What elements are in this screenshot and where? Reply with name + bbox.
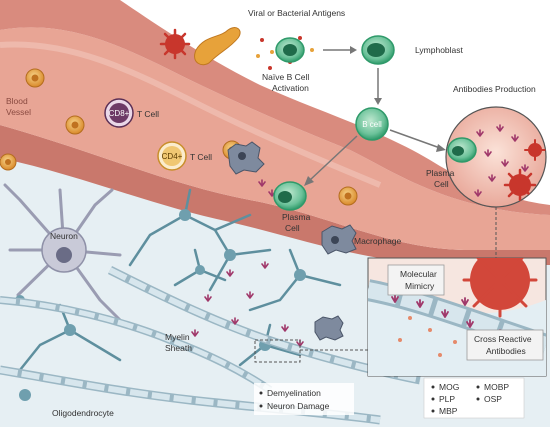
cross-reactive-box — [466, 329, 544, 361]
bullet-icon — [476, 385, 480, 389]
myelinated-axon-3 — [0, 296, 273, 394]
virus-icon — [159, 28, 191, 60]
cross-reactive-label-2: Antibodies — [486, 346, 526, 356]
blood-vessel-label-1: Blood — [6, 96, 28, 106]
bacteria-icon — [194, 27, 241, 66]
lymphoblast-cell — [361, 35, 395, 65]
arrow-to-lymphoblast — [323, 46, 357, 54]
macrophage-shape-3 — [314, 315, 344, 341]
antibodies-production-circle — [445, 106, 547, 208]
b-cell-label: B cell — [362, 120, 382, 129]
damage-item-1: Neuron Damage — [267, 401, 330, 411]
damage-list-box — [254, 383, 354, 415]
bullet-icon — [431, 397, 435, 401]
lymphoblast-label: Lymphoblast — [415, 45, 464, 55]
bullet-icon — [259, 391, 263, 395]
arrow-to-plasma-center — [304, 135, 358, 186]
bullet-icon — [476, 397, 480, 401]
myelin-label-1: Myelin — [165, 332, 190, 342]
arrow-to-b-cell — [374, 68, 382, 105]
blood-vessel-label-2: Vessel — [6, 107, 31, 117]
bullet-icon — [431, 409, 435, 413]
cd8-badge: CD8+ — [109, 109, 130, 118]
cd4-badge: CD4+ — [162, 152, 183, 161]
protein-2: PLP — [439, 394, 455, 404]
protein-1: MOBP — [484, 382, 509, 392]
antigens-title: Viral or Bacterial Antigens — [248, 8, 345, 18]
cd4-t-cell: CD4+ — [157, 141, 187, 171]
cd8-label: T Cell — [137, 109, 159, 119]
cd4-label: T Cell — [190, 152, 212, 162]
naive-b-cell — [275, 37, 305, 63]
macrophage-shape-2 — [321, 224, 357, 255]
axon-highlight-box — [254, 339, 301, 363]
plasma-cell-center-label-2: Cell — [285, 223, 300, 233]
zoom-inset — [367, 257, 547, 377]
arrow-to-plasma-right — [389, 129, 446, 152]
vessel-wall-upper — [0, 0, 550, 215]
plasma-cell-right-label-1: Plasma — [426, 168, 455, 178]
antigen-fragments — [256, 36, 314, 70]
damage-item-0: Demyelination — [267, 388, 321, 398]
molecular-mimicry-box — [387, 264, 445, 296]
molecular-mimicry-label-2: Mimicry — [405, 281, 435, 291]
vessel-wall-lower — [0, 125, 550, 266]
macrophage-shape-1 — [227, 141, 265, 175]
plasma-cell-right-label-2: Cell — [434, 179, 449, 189]
plasma-cell-center-label-1: Plasma — [282, 212, 311, 222]
protein-4: MBP — [439, 406, 458, 416]
macrophage-label: Macrophage — [354, 236, 402, 246]
protein-0: MOG — [439, 382, 459, 392]
macrophage-nucleus-1 — [238, 152, 246, 160]
protein-3: OSP — [484, 394, 502, 404]
oligodendrocyte-label: Oligodendrocyte — [52, 408, 114, 418]
b-cell — [355, 107, 389, 141]
neuron — [3, 183, 122, 322]
glial-cell-bodies — [15, 209, 306, 401]
protein-list-box — [423, 377, 525, 419]
cd8-t-cell: CD8+ — [104, 98, 134, 128]
neuron-label: Neuron — [50, 231, 78, 241]
cross-reactive-label-1: Cross Reactive — [474, 334, 532, 344]
bullet-icon — [431, 385, 435, 389]
molecular-mimicry-label-1: Molecular — [400, 269, 437, 279]
activation-label-2: Activation — [272, 83, 309, 93]
macrophage-nucleus-2 — [331, 236, 339, 244]
activation-label-1: Naïve B Cell — [262, 72, 309, 82]
plasma-cell-center — [273, 181, 307, 211]
antibodies-production-title: Antibodies Production — [453, 84, 536, 94]
vessel-highlight — [0, 41, 382, 188]
myelin-label-2: Sheath — [165, 343, 192, 353]
bullet-icon — [259, 404, 263, 408]
